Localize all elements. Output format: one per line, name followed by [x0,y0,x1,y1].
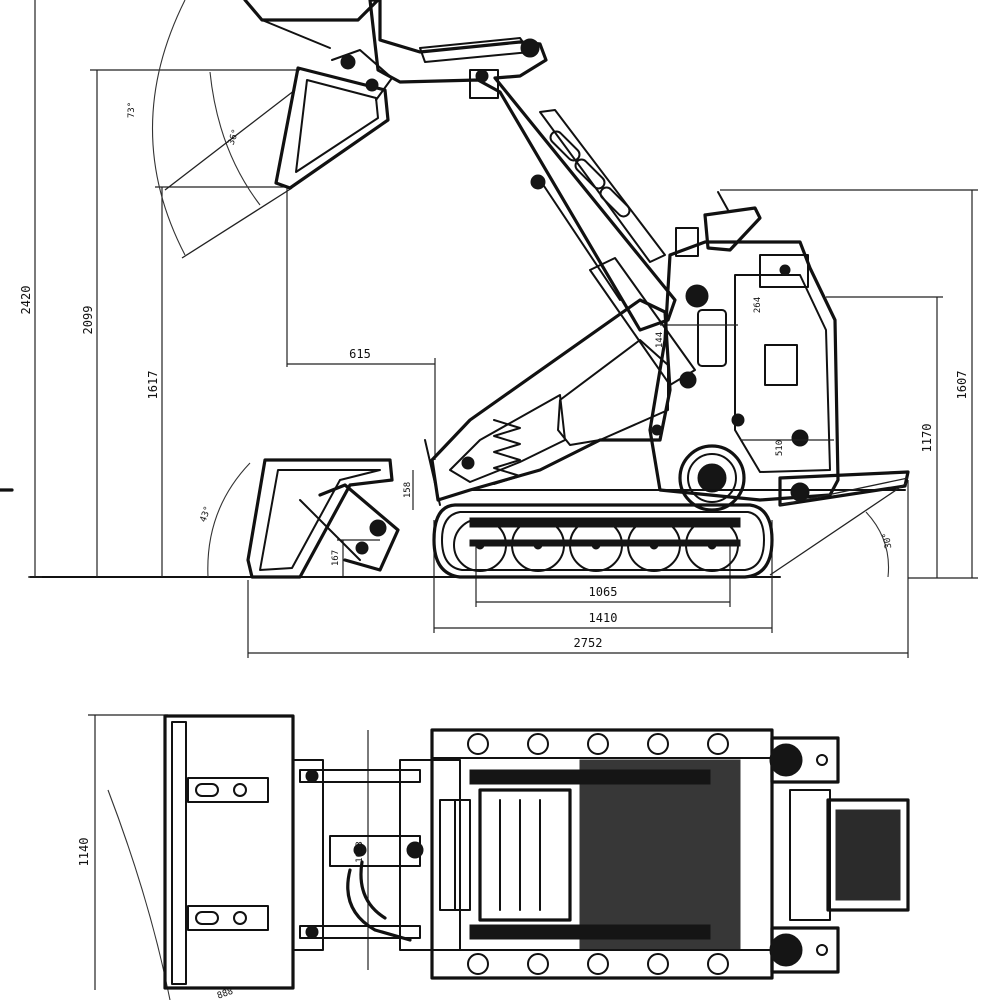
dim-small-a: 264 [753,297,763,313]
angle-rollback-ground: 43° [199,505,214,524]
dim-track-length: 1065 [589,585,618,599]
raised-bucket [243,0,393,190]
dim-track-overall: 1410 [589,611,618,625]
track-assembly [432,444,906,579]
lift-arm [368,0,677,332]
lowered-bucket [246,458,400,579]
top-view: 1140 1033 888 [77,714,910,1000]
track-links-top [467,733,729,975]
dim-dump-height: 2099 [81,306,95,335]
angle-departure: 30° [882,531,895,549]
dim-dump-reach: 615 [349,347,371,361]
boom-slots [549,130,631,218]
dimension-lines [28,0,978,658]
dim-width: 1140 [77,838,91,867]
dim-bucket-floor: 167 [331,550,341,566]
drive-sprocket [678,444,746,512]
lift-cylinder [530,174,697,389]
top-bucket [163,714,295,990]
angle-dump: 36° [227,128,242,147]
dim-machine-height: 1607 [955,371,969,400]
dim-inner-width: 1033 [355,841,365,863]
dimension-labels: 2420 2099 1617 615 1065 1410 2752 1607 1… [19,102,969,650]
top-rear [769,736,910,974]
dim-total-height: 2420 [19,286,33,315]
suspension-spring [493,419,521,485]
rear-platform [769,470,910,576]
dim-hinge-pin-height: 1617 [146,371,160,400]
top-dimension-labels: 1140 1033 888 [77,838,365,1000]
loader-frame [424,298,672,506]
dim-ground-clearance: 158 [403,482,413,498]
dim-small-b: 144 [655,332,665,348]
dim-small-c: 510 [775,440,785,456]
dim-body-height: 1170 [920,424,934,453]
top-chassis [399,728,774,980]
dim-bucket-corner: 888 [216,987,235,1000]
machine-body [648,191,840,502]
angle-rollback-top: 73° [127,102,137,118]
angle-arcs [152,0,890,578]
dim-overall-length: 2752 [574,636,603,650]
side-view: 2420 2099 1617 615 1065 1410 2752 1607 1… [0,0,978,658]
